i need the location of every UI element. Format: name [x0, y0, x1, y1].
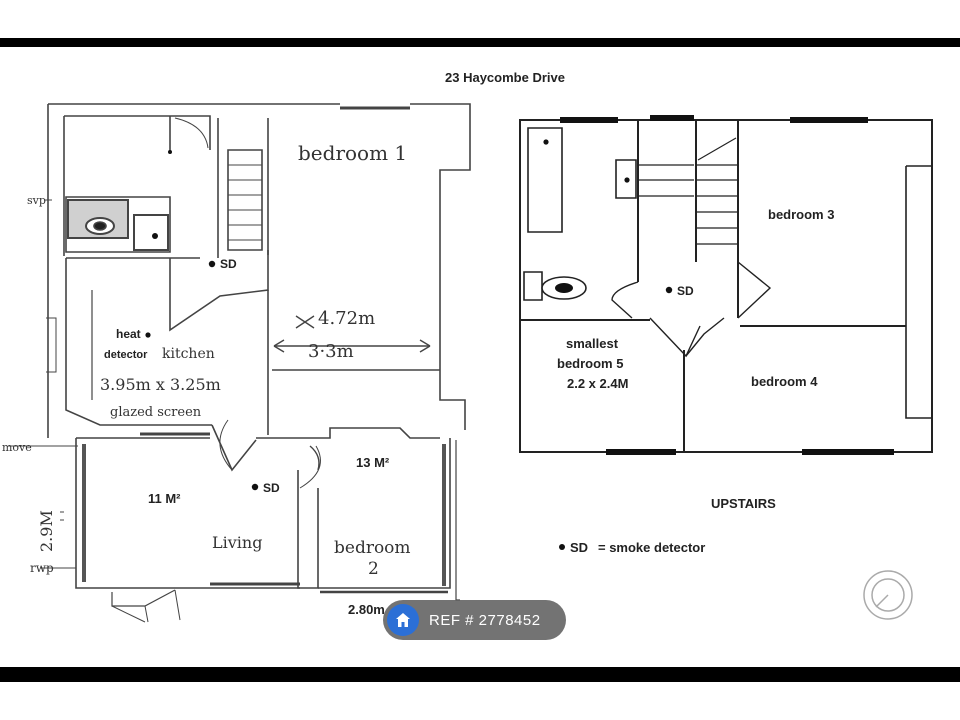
ref-badge[interactable]: REF # 2778452 — [383, 600, 566, 640]
label-heat: heat — [116, 327, 141, 341]
label-sd-living: SD — [263, 481, 280, 495]
label-living: Living — [212, 533, 262, 552]
label-kitchen: kitchen — [162, 346, 215, 362]
label-glazed-screen: glazed screen — [110, 405, 202, 420]
home-icon — [387, 604, 419, 636]
legend-dot — [559, 544, 565, 550]
smoke-detector-dot-upstairs — [665, 286, 673, 294]
downstairs-plan — [8, 103, 471, 623]
label-dim-29: 2.9M — [37, 510, 56, 552]
upstairs-plan — [519, 115, 933, 455]
label-bedroom4: bedroom 4 — [751, 374, 818, 389]
legend-text: = smoke detector — [598, 540, 705, 555]
rotate-icon[interactable] — [862, 569, 914, 621]
label-bedroom3: bedroom 3 — [768, 207, 834, 222]
label-bedroom5: bedroom 5 — [557, 356, 623, 371]
smoke-detector-dot-living — [251, 483, 259, 491]
label-smallest: smallest — [566, 336, 619, 351]
ref-text: REF # 2778452 — [429, 611, 541, 629]
label-remove: move — [2, 441, 32, 454]
label-area-bed2: 13 M² — [356, 455, 390, 470]
top-black-bar — [0, 38, 960, 47]
label-sd-hall: SD — [220, 257, 237, 271]
floor-plan: svp SD bedroom 1 4.72m 3·3m heat detecto… — [2, 103, 933, 623]
legend-symbol: SD — [570, 540, 588, 555]
plan-title: 23 Haycombe Drive — [445, 70, 565, 85]
label-kitchen-dims: 3.95m x 3.25m — [100, 375, 221, 394]
label-dim-33: 3·3m — [308, 341, 354, 362]
label-upstairs: UPSTAIRS — [711, 496, 776, 511]
label-bed5-dims: 2.2 x 2.4M — [567, 376, 628, 391]
label-detector: detector — [104, 349, 148, 361]
label-dim-472: 4.72m — [318, 308, 375, 329]
label-sd-upstairs: SD — [677, 284, 694, 298]
label-bedroom1: bedroom 1 — [298, 141, 407, 165]
label-rwp: rwp — [30, 561, 54, 575]
label-area-living: 11 M² — [148, 491, 181, 506]
heat-detector-dot — [145, 332, 151, 338]
label-dim-280: 2.80m — [348, 602, 385, 617]
label-svp: svp — [27, 194, 46, 207]
bottom-black-bar — [0, 667, 960, 682]
smoke-detector-dot-hall — [208, 260, 216, 268]
label-bedroom2-a: bedroom — [334, 538, 411, 558]
label-bedroom2-b: 2 — [368, 559, 379, 579]
